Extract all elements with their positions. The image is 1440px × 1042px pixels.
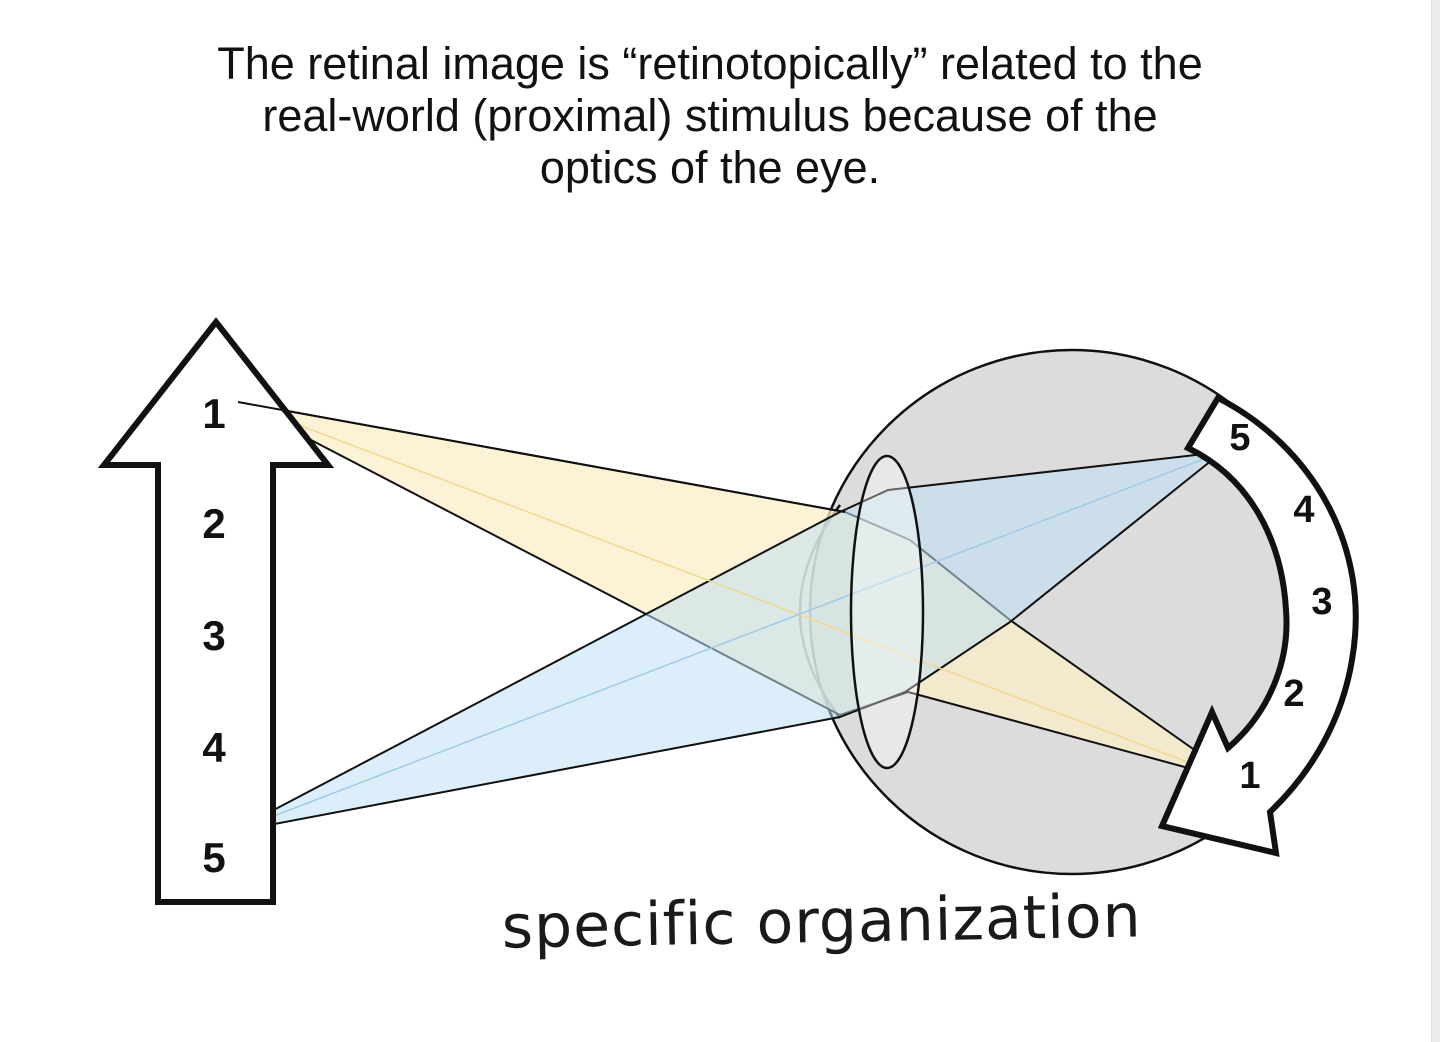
caption-line-3: optics of the eye. bbox=[539, 142, 881, 193]
retinal-label-4: 4 bbox=[1293, 489, 1314, 531]
caption-line-2: real-world (proximal) stimulus because o… bbox=[262, 90, 1158, 141]
stimulus-label-2: 2 bbox=[202, 500, 225, 547]
ray-edge-top bbox=[237, 401, 846, 513]
stimulus-label-3: 3 bbox=[202, 612, 225, 659]
caption: The retinal image is “retinotopically” r… bbox=[160, 38, 1260, 194]
chief-ray-bottom bbox=[231, 451, 1223, 833]
retinal-label-5: 5 bbox=[1229, 417, 1250, 459]
page-edge bbox=[1431, 0, 1440, 1042]
retinal-label-1: 1 bbox=[1239, 755, 1260, 797]
stimulus-label-4: 4 bbox=[202, 724, 226, 771]
chief-ray-top bbox=[237, 401, 1241, 783]
lens bbox=[849, 454, 925, 770]
retinal-image-arrow bbox=[1157, 394, 1359, 857]
retinal-label-2: 2 bbox=[1283, 673, 1304, 715]
caption-line-1: The retinal image is “retinotopically” r… bbox=[217, 38, 1203, 89]
stimulus-arrow bbox=[97, 317, 335, 905]
handwritten-note: specific organization bbox=[501, 881, 1142, 962]
stimulus-label-5: 5 bbox=[202, 834, 225, 881]
stimulus-label-1: 1 bbox=[202, 390, 225, 437]
retinal-label-3: 3 bbox=[1311, 581, 1332, 623]
